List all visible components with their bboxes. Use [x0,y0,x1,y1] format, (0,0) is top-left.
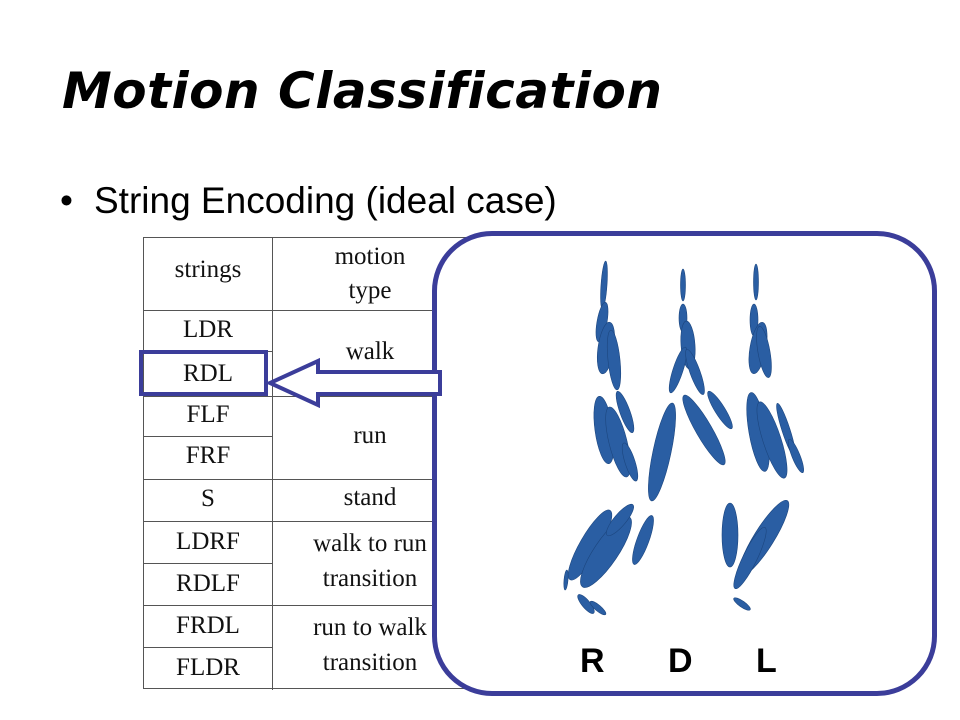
ellipse-mark [756,326,772,378]
ellipse-mark [682,394,726,466]
bullet-dot: • [60,180,73,221]
ellipse-mark [680,268,686,302]
ellipse-mark [733,526,767,590]
row-divider [144,436,272,437]
ellipse-mark [606,329,622,391]
string-cell: LDR [183,316,233,343]
header-motion-type: motion type [334,243,406,304]
string-cell: LDRF [176,528,240,555]
ellipse-mark [721,502,739,568]
string-cell: RDL [183,360,233,387]
slide-title: Motion Classification [62,62,663,120]
arrow-left-icon [265,357,442,409]
motion-type-cell: run to walk transition [313,614,427,676]
ellipse-mark [632,515,654,565]
ellipse-mark [668,346,688,394]
ellipse-mark [733,597,751,611]
string-cell: FLF [186,401,230,428]
header-strings: strings [174,256,242,283]
string-cell: FRF [185,442,231,469]
gait-label-l: L [756,642,777,680]
encoding-table: strings motion type LDR RDL FLF FRF S LD… [143,237,468,690]
row-divider [144,563,272,564]
motion-type-cell: walk to run transition [313,530,427,592]
ellipse-mark [577,594,595,614]
ellipse-mark [756,401,788,479]
motion-type-cell: run [353,422,387,449]
ellipse-mark [615,390,635,434]
ellipse-mark [685,349,705,395]
string-cell: FLDR [176,654,240,681]
motion-type-cell: walk [345,338,395,365]
ellipse-mark [600,260,608,310]
ellipse-mark [753,263,759,301]
ellipse-mark [788,438,804,474]
row-divider [144,479,468,480]
ellipse-mark [648,402,676,502]
string-cell: FRDL [176,612,240,639]
gait-label-r: R [580,642,605,680]
row-divider [144,310,468,311]
row-divider [144,605,468,606]
bullet-text: String Encoding (ideal case) [94,180,557,221]
ellipse-mark [589,600,607,616]
motion-type-cell: stand [343,484,397,511]
row-divider [144,647,272,648]
column-divider [272,238,273,690]
string-cell: S [201,485,215,512]
ellipse-mark [606,503,634,537]
bullet-item: • String Encoding (ideal case) [60,180,557,222]
ellipse-mark [621,442,639,482]
string-cell: RDLF [176,570,240,597]
row-divider [144,521,468,522]
ellipse-mark [707,390,733,430]
gait-label-d: D [668,642,693,680]
ellipse-mark [563,569,569,591]
rdl-highlight-box [139,350,268,396]
